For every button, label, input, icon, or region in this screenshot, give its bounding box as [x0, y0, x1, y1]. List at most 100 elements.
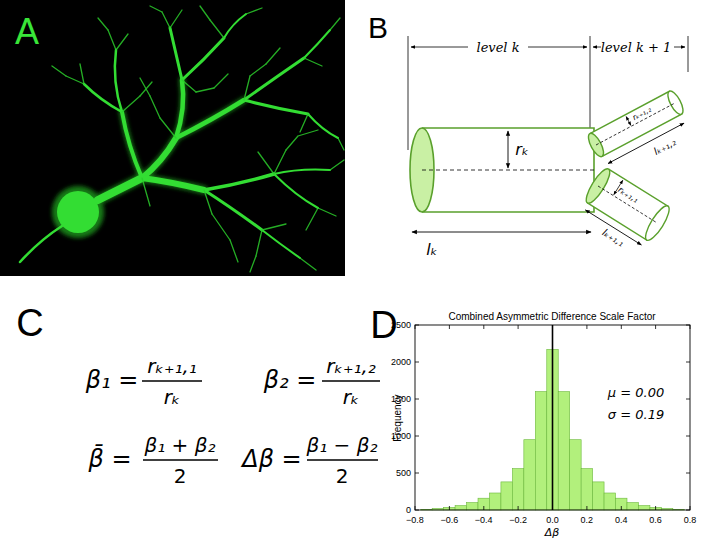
radius-label: rₖ [515, 142, 528, 158]
fraction-bar [142, 380, 202, 381]
neuron-soma [57, 191, 99, 233]
tick-label: 0.0 [546, 516, 559, 525]
neuron-glow [142, 178, 204, 190]
formula-numerator: β₁ + β₂ [144, 435, 215, 455]
neuron-twigs [150, 64, 318, 240]
level-guides [411, 47, 468, 48]
length-label: lₖ [426, 242, 437, 258]
plot-frame [415, 325, 690, 510]
panel-letter: A [15, 14, 39, 50]
neuron-dendrites [204, 190, 262, 230]
neuron-dendrites [182, 38, 224, 80]
histogram-bars [593, 482, 604, 510]
child-cylinder-upper [596, 103, 675, 145]
neuron-twigs [160, 76, 344, 256]
tick-label: 0 [406, 506, 411, 515]
stat-annotation: μ = 0.00 [608, 386, 664, 399]
micrograph-background [0, 0, 345, 276]
tick-label: 0.6 [649, 516, 662, 525]
level-label: level k + 1 [601, 41, 671, 54]
level-guides [528, 47, 587, 48]
neuron-glow [176, 100, 244, 138]
tick-label: 500 [396, 469, 411, 478]
tick-label: 0.4 [615, 516, 628, 525]
length-label: lₖ₊₁,₁ [600, 228, 625, 249]
neuron-twigs [122, 20, 308, 230]
neuron-glow [176, 80, 183, 138]
fraction-bar [143, 459, 218, 460]
tick-label: 1500 [391, 395, 411, 404]
histogram-bars [558, 392, 569, 510]
axis-ticks [415, 325, 690, 510]
neuron-dendrites [274, 170, 330, 175]
neuron-dendrites [142, 138, 176, 178]
tick-label: 2500 [391, 321, 411, 330]
formula-numerator: rₖ₊₁,₂ [326, 356, 376, 376]
neuron-dendrites [115, 50, 122, 112]
histogram-bars [627, 503, 638, 510]
neuron-twigs [52, 6, 256, 272]
formula-numerator: rₖ₊₁,₁ [147, 356, 197, 376]
histogram-bars [512, 469, 523, 510]
histogram-bars [638, 506, 649, 510]
neuron-glow [98, 178, 142, 200]
stat-annotation: σ = 0.19 [608, 408, 664, 421]
neuron-dendrites [176, 100, 244, 138]
neuron-dendrites [122, 112, 142, 178]
parent-cylinder [422, 170, 594, 171]
axis-ticks [686, 325, 690, 510]
neuron-twigs [140, 48, 318, 262]
tick-label: 2000 [391, 358, 411, 367]
axis-ticks [415, 506, 690, 510]
neuron-dendrites [224, 14, 246, 38]
neuron-dendrites [304, 30, 330, 58]
child-cylinder-upper [608, 123, 684, 163]
parent-cylinder [410, 128, 594, 232]
axis-ticks [415, 325, 419, 510]
child-cylinder-lower [579, 166, 673, 249]
level-guides [590, 36, 591, 132]
neuron-dendrites [308, 114, 338, 138]
histogram-bars [489, 493, 500, 510]
axis-title: Δβ [545, 527, 560, 538]
neuron-dendrites [274, 174, 318, 208]
histogram-bars [535, 392, 546, 510]
tick-label: −0.2 [509, 516, 527, 525]
neuron-dendrites [20, 14, 338, 262]
fraction-bar [322, 380, 380, 381]
neuron-dendrites [170, 28, 182, 80]
neuron-glow [142, 138, 176, 178]
child-cylinder-upper [665, 89, 686, 117]
neuron-dendrites [262, 230, 300, 258]
histogram-bars [604, 493, 615, 510]
chart-title: Combined Asymmetric Difference Scale Fac… [448, 312, 655, 322]
panel-letter: C [16, 304, 43, 342]
neuron-dendrites [20, 226, 62, 262]
parent-cylinder [412, 232, 591, 233]
neuron-dendrites [84, 84, 122, 112]
formula-lhs: β₂ = [264, 368, 317, 392]
level-guides [688, 36, 689, 72]
parent-cylinder [422, 128, 594, 212]
neuron-glow [52, 186, 104, 238]
child-cylinder-upper [590, 91, 682, 156]
histogram-bars [581, 469, 592, 510]
neuron-dendrites [98, 178, 142, 200]
level-guides [408, 36, 409, 150]
histogram-bars [524, 440, 535, 510]
tick-label: −0.4 [475, 516, 493, 525]
tick-label: 0.8 [684, 516, 697, 525]
parent-cylinder [508, 131, 509, 168]
neuron-dendrites [244, 58, 304, 100]
child-cylinder-upper [626, 117, 631, 126]
mean-line [552, 325, 554, 510]
level-guides [674, 47, 685, 48]
histogram-bars [501, 482, 512, 510]
tick-label: −0.8 [406, 516, 424, 525]
formula-numerator: β₁ − β₂ [306, 435, 377, 455]
formula-lhs: β₁ = [86, 368, 139, 392]
neuron-dendrites [142, 178, 204, 190]
formula-denominator: rₖ [343, 387, 360, 407]
neuron-twigs [52, 6, 344, 272]
